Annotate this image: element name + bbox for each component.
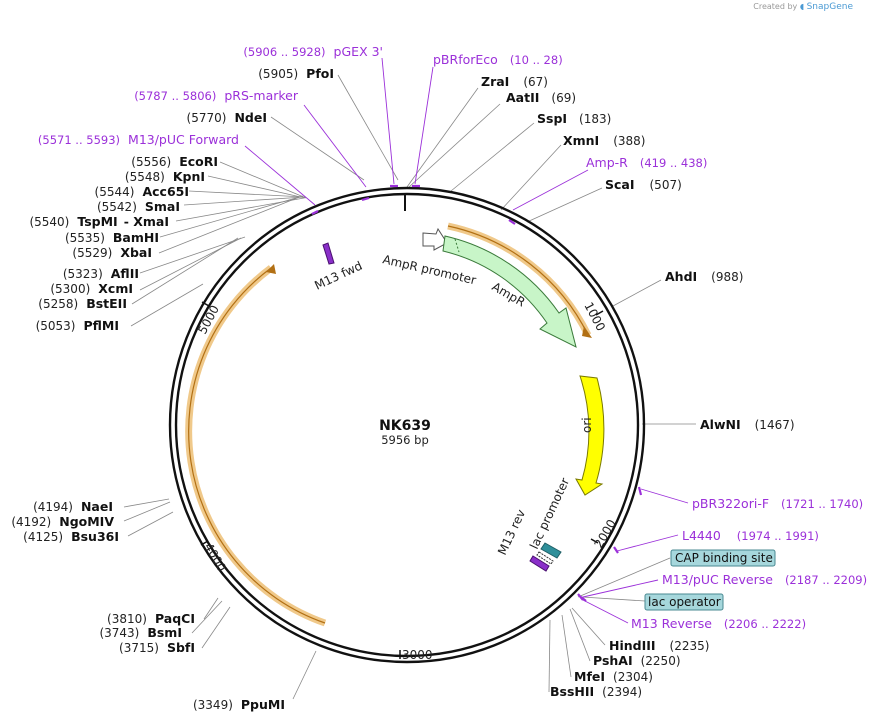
ori-label: ori (580, 417, 594, 433)
primer-lines (244, 57, 689, 624)
site-xbai: (5529)XbaI (72, 245, 152, 260)
primer-m13-puc-forward: (5571 .. 5593)M13/pUC Forward (38, 132, 239, 147)
site-bsmi: (3743)BsmI (99, 625, 182, 640)
primer-m13-puc-reverse: M13/pUC Reverse(2187 .. 2209) (662, 572, 867, 587)
site-scai: ScaI(507) (605, 177, 682, 192)
site-ahdi: AhdI(988) (665, 269, 743, 284)
site-acc65i: (5544)Acc65I (95, 184, 189, 199)
primer-m13-reverse: M13 Reverse(2206 .. 2222) (631, 616, 806, 631)
tick-label-3000: 3000 (402, 648, 433, 662)
connector-lines (123, 74, 696, 700)
site-mfei: MfeI(2304) (574, 669, 653, 684)
site-kpni: (5548)KpnI (125, 169, 205, 184)
site-alwni: AlwNI(1467) (700, 417, 795, 432)
m13-fwd-feature (322, 242, 335, 265)
snapgene-logo-icon: ◖ (799, 2, 805, 11)
scale-ticks (200, 301, 604, 659)
primer-pgex3: (5906 .. 5928)pGEX 3' (243, 44, 383, 59)
site-aflii: (5323)AflII (63, 266, 139, 281)
ampr-feature (442, 235, 577, 348)
site-aatii: AatII(69) (506, 90, 576, 105)
primer-pbr322ori-f: pBR322ori-F(1721 .. 1740) (692, 496, 863, 511)
primer-pbrforeco: pBRforEco(10 .. 28) (433, 52, 563, 67)
primer-marks (311, 184, 643, 602)
site-pshai: PshAI(2250) (593, 653, 681, 668)
primer-l4440: L4440(1974 .. 1991) (682, 528, 819, 543)
site-ecori: (5556)EcoRI (131, 154, 218, 169)
ori-feature (575, 375, 605, 496)
primer-prs-marker: (5787 .. 5806)pRS-marker (134, 88, 299, 103)
lac-promoter-feature (540, 542, 562, 559)
site-bsteii: (5258)BstEII (38, 296, 127, 311)
site-paqci: (3810)PaqCI (107, 611, 195, 626)
backbone-inner (174, 192, 640, 658)
site-bsshii: BssHII(2394) (550, 684, 642, 699)
orf-rings (185, 222, 592, 627)
m13-rev-label: M13 rev (495, 507, 528, 557)
ampr-promoter-arrow (422, 227, 448, 251)
site-pflmi: (5053)PflMI (36, 318, 119, 333)
site-ppumi: (3349)PpuMI (193, 697, 285, 712)
plasmid-name: NK639 (379, 418, 431, 434)
cap-binding-site-box (670, 549, 776, 567)
credit-brand: SnapGene (806, 2, 853, 12)
site-bsu36i: (4125)Bsu36I (23, 529, 119, 544)
snapgene-credit: Created by ◖ SnapGene (753, 2, 853, 12)
site-bamhi: (5535)BamHI (65, 230, 159, 245)
site-zrai: ZraI(67) (481, 74, 548, 89)
orf-arrow-top (582, 326, 592, 338)
site-sspi: SspI(183) (537, 111, 611, 126)
plasmid-length: 5956 bp (381, 433, 429, 447)
site-hindiii: HindIII(2235) (609, 638, 709, 653)
lac-operator-box (644, 593, 724, 611)
credit-prefix: Created by (753, 2, 798, 11)
site-smai: (5542)SmaI (97, 199, 180, 214)
tick-label-2000: 2000 (591, 517, 618, 550)
cap-binding-site-label: CAP binding site (675, 551, 773, 565)
m13-fwd-label: M13 fwd (312, 259, 364, 293)
site-tspmi: (5540)TspMI- XmaI (29, 214, 169, 229)
site-xmni: XmnI(388) (563, 133, 646, 148)
site-ndei: (5770)NdeI (187, 110, 267, 125)
orf-arrow-left (266, 264, 276, 274)
m13-rev-feature (529, 555, 550, 572)
site-naei: (4194)NaeI (33, 499, 113, 514)
site-ngomiv: (4192)NgoMIV (11, 514, 114, 529)
lac-operator-label: lac operator (648, 595, 721, 609)
site-pfoi: (5905)PfoI (258, 66, 334, 81)
cap-feature-small (536, 551, 554, 565)
site-xcmi: (5300)XcmI (50, 281, 133, 296)
lac-promoter-label: lac promoter (527, 476, 572, 552)
primer-amp-r: Amp-R(419 .. 438) (586, 155, 707, 170)
site-sbfi: (3715)SbfI (119, 640, 195, 655)
backbone-outer (168, 186, 646, 664)
